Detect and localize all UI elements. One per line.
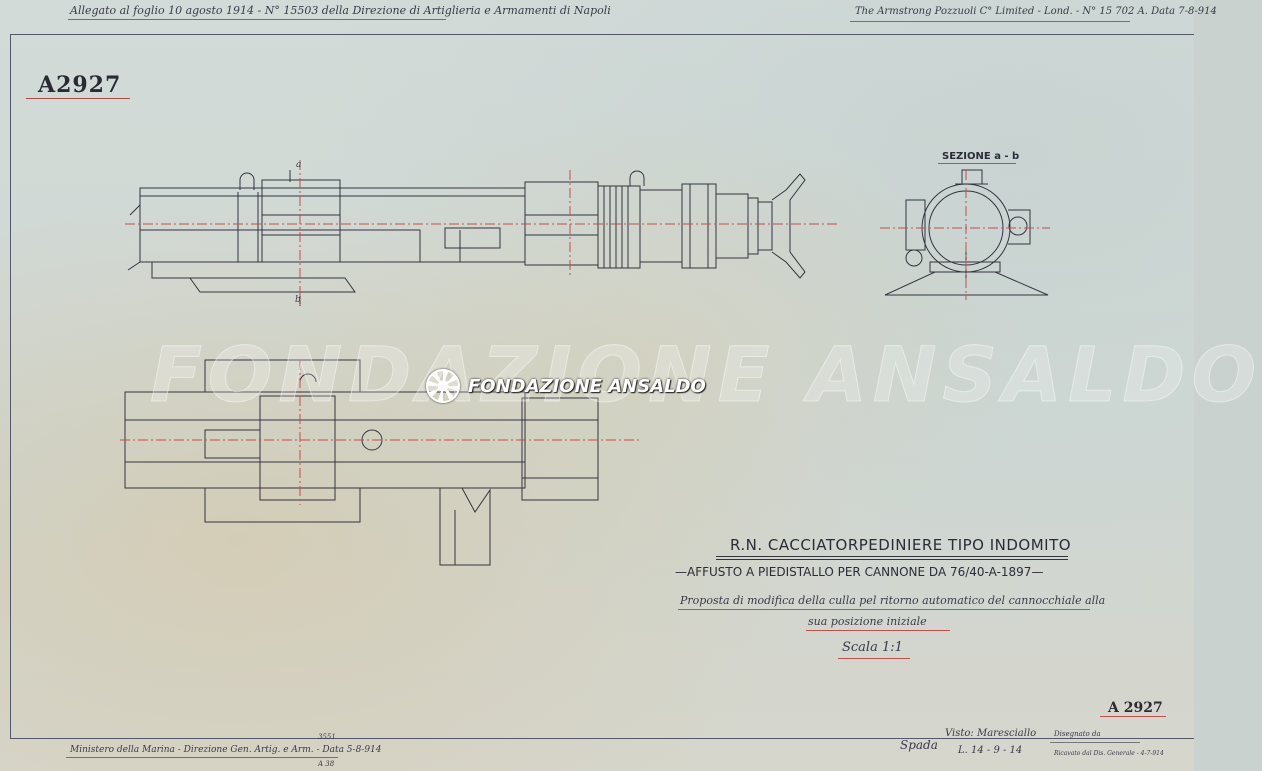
section-label: SEZIONE a - b	[942, 151, 1020, 162]
drawing-number-underline	[26, 98, 130, 99]
section-mark-b: b	[295, 295, 301, 305]
frame-left-line	[10, 34, 11, 738]
disegnato-label: Disegnato da	[1054, 730, 1101, 738]
footer-fraction-bottom: A 38	[318, 760, 335, 768]
scale-label: Scala 1:1	[842, 640, 903, 655]
section-label-underline	[938, 163, 1016, 164]
header-right-underline	[850, 21, 1130, 22]
drawing-number-bottom: A 2927	[1108, 700, 1163, 716]
title-line-3: Proposta di modifica della culla pel rit…	[680, 594, 1106, 607]
ansaldo-logo-icon	[426, 369, 460, 403]
watermark-badge-text: FONDAZIONE ANSALDO	[468, 375, 706, 397]
frame-bottom-line	[10, 738, 1194, 739]
header-left-underline	[68, 19, 446, 20]
title-line-1-underline	[716, 556, 1068, 560]
watermark-large: FONDAZIONE ANSALDO	[149, 330, 1262, 420]
drawing-number-bottom-underline	[1100, 716, 1166, 717]
title-line-2: —AFFUSTO A PIEDISTALLO PER CANNONE DA 76…	[675, 565, 1044, 579]
watermark-badge: FONDAZIONE ANSALDO	[426, 368, 786, 404]
plan-view	[124, 359, 599, 566]
header-right-note: The Armstrong Pozzuoli C° Limited - Lond…	[855, 6, 1217, 17]
visto-note: Visto: Maresciallo	[945, 728, 1037, 739]
title-line-3-underline	[678, 609, 1090, 610]
footer-left-note: Ministero della Marina - Direzione Gen. …	[70, 745, 382, 755]
section-mark-a: a	[296, 160, 302, 170]
disegnato-note: Ricavato dal Dis. Generale - 4-7-914	[1054, 750, 1164, 757]
footer-left-underline	[66, 757, 338, 758]
title-line-1: R.N. CACCIATORPEDINIERE TIPO INDOMITO	[730, 536, 1072, 554]
frame-top-line	[10, 34, 1194, 35]
center-lines	[120, 160, 1050, 505]
title-line-4: sua posizione iniziale	[808, 615, 927, 628]
drawing-number: A2927	[38, 72, 122, 98]
title-line-4-underline	[806, 630, 950, 631]
scale-underline	[838, 658, 910, 659]
header-left-note: Allegato al foglio 10 agosto 1914 - N° 1…	[70, 4, 611, 17]
technical-drawing	[120, 160, 1050, 566]
visto-date: L. 14 - 9 - 14	[958, 745, 1023, 756]
disegnato-line	[1050, 742, 1140, 743]
side-elevation-view	[127, 170, 806, 306]
signature: Spada	[900, 738, 938, 752]
footer-fraction-top: 3551	[318, 733, 336, 741]
